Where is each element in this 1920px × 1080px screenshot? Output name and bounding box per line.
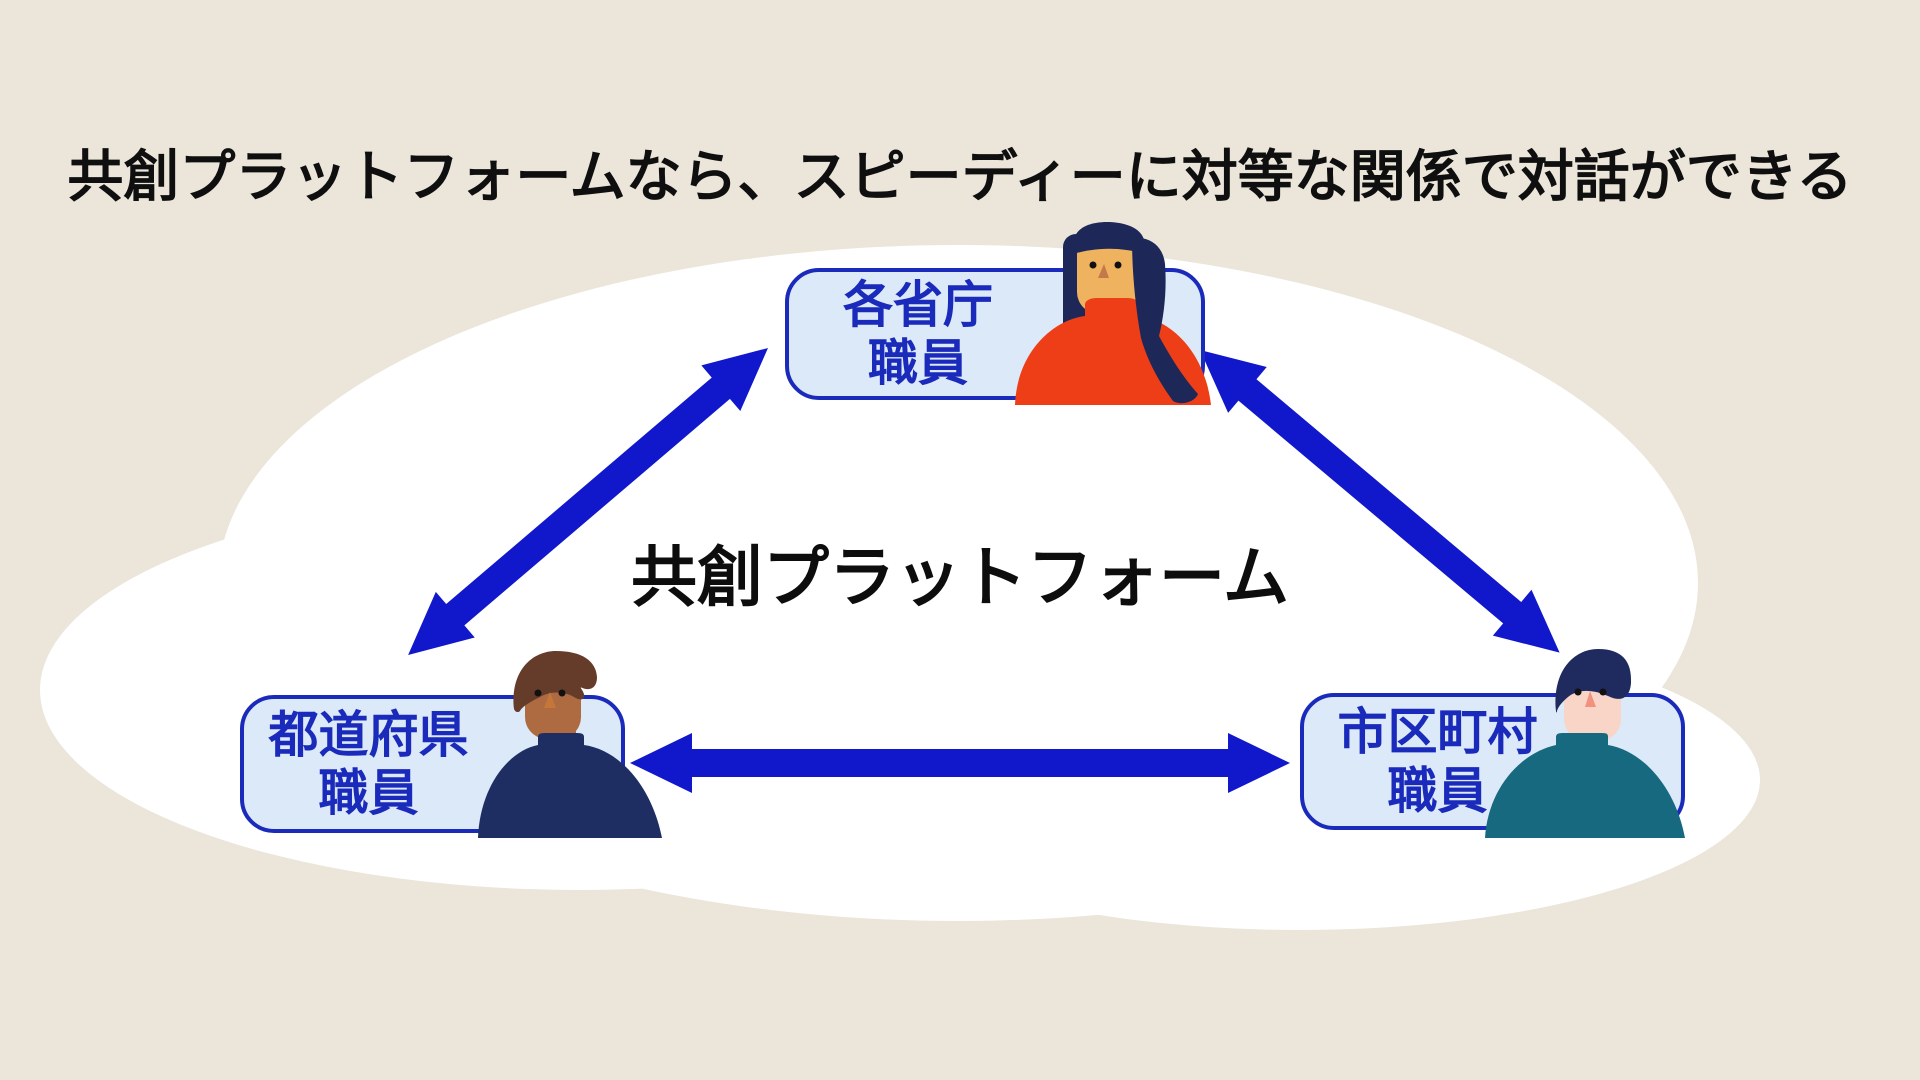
node-prefecture-line1: 都道府県	[268, 706, 469, 763]
municipality-staff-avatar	[1485, 649, 1685, 838]
ministry-staff-avatar	[1015, 222, 1211, 405]
woman-bangs	[1073, 222, 1145, 254]
node-ministry-line1: 各省庁	[843, 276, 993, 333]
man-eye-left	[534, 689, 542, 697]
arrow-ministry-prefecture	[408, 348, 768, 655]
person-hair	[1555, 649, 1632, 713]
woman-eye-left	[1089, 261, 1097, 269]
person-sweater	[1485, 733, 1685, 838]
node-prefecture-line2: 職員	[318, 765, 419, 821]
man-hair	[513, 651, 597, 713]
platform-label: 共創プラットフォーム	[630, 540, 1290, 614]
page-title: 共創プラットフォームなら、スピーディーに対等な関係で対話ができる	[67, 145, 1853, 208]
man-eye-right	[558, 689, 566, 697]
node-municipality-line1: 市区町村	[1337, 704, 1538, 760]
woman-eye-right	[1114, 261, 1122, 269]
person-eye-left	[1574, 688, 1582, 696]
woman-face	[1077, 232, 1141, 314]
man-sweater	[478, 733, 662, 838]
woman-nose	[1098, 264, 1109, 278]
woman-hair-right-lock	[1132, 237, 1198, 404]
person-nose	[1585, 691, 1596, 707]
double-arrow-icon	[408, 348, 768, 655]
prefecture-staff-avatar	[478, 651, 662, 838]
person-eye-right	[1599, 688, 1607, 696]
arrow-ministry-municipality	[1200, 350, 1560, 653]
node-ministry-line2: 職員	[868, 335, 968, 391]
double-arrow-icon	[630, 733, 1290, 793]
node-municipality-line2: 職員	[1387, 762, 1488, 819]
man-nose	[544, 692, 556, 708]
arrow-prefecture-municipality	[630, 733, 1290, 793]
double-arrow-icon	[1200, 350, 1560, 653]
